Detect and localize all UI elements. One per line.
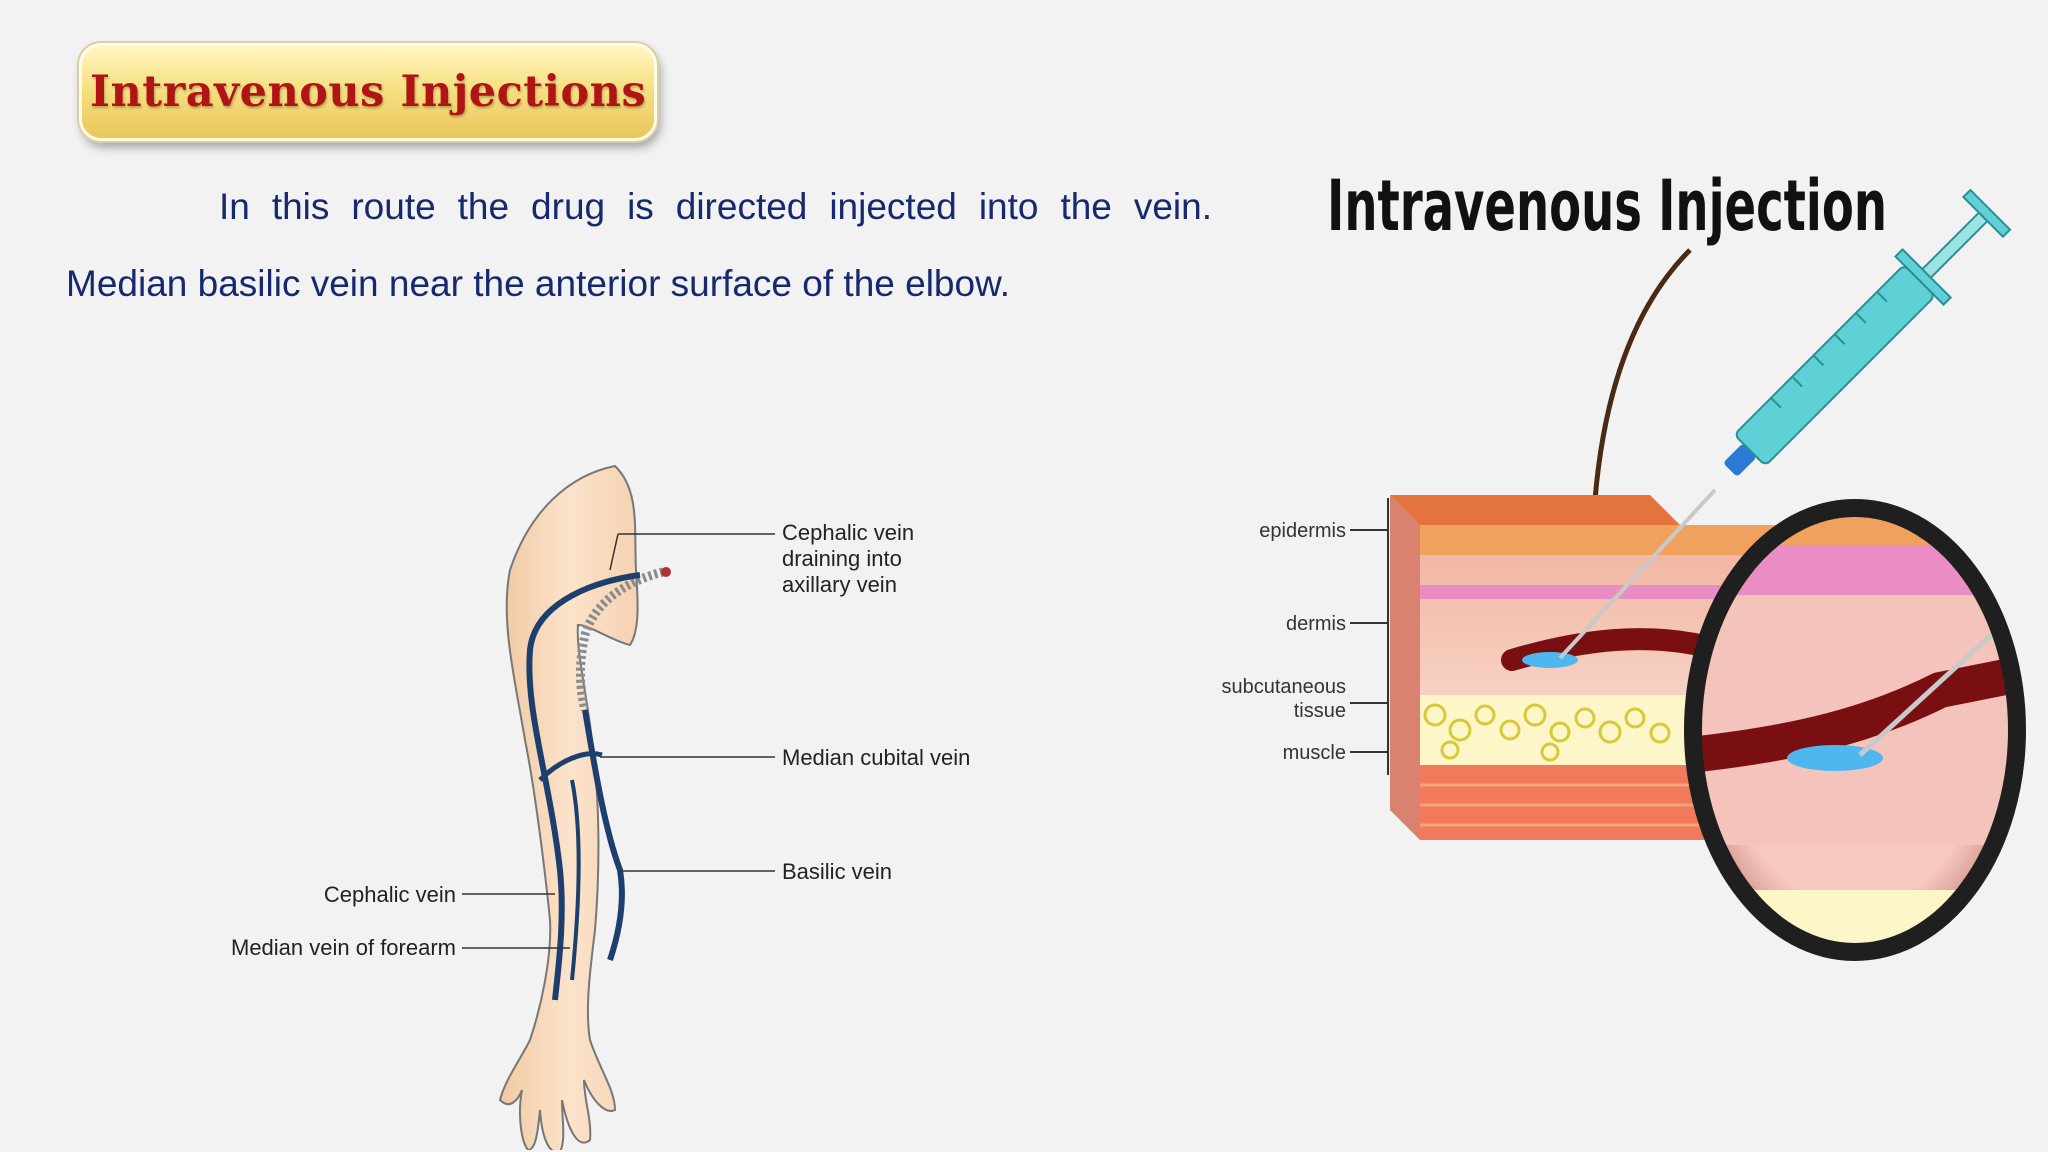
drug-bolus-small <box>1522 652 1578 668</box>
label-cephalic-axillary-1: Cephalic vein <box>782 520 914 545</box>
arm-label-lines <box>462 533 775 949</box>
label-cephalic: Cephalic vein <box>324 882 456 907</box>
slide-title: Intravenous Injections <box>89 67 647 117</box>
cephalic-vein <box>526 572 641 1001</box>
label-median-forearm: Median vein of forearm <box>231 935 456 960</box>
label-cephalic-axillary-2: draining into <box>782 546 902 571</box>
axillary-vein-end <box>661 567 671 577</box>
slide-title-badge: Intravenous Injections <box>79 43 657 141</box>
syringe <box>1724 188 2012 476</box>
fat-cells <box>1423 703 1671 762</box>
arm-silhouette <box>498 464 639 1150</box>
median-vein-forearm <box>570 779 581 981</box>
epidermis-layer <box>1420 525 1790 555</box>
label-muscle: muscle <box>1283 742 1346 764</box>
paragraph-line-1: In this route the drug is directed injec… <box>219 186 1212 227</box>
injection-heading: Intravenous Injection <box>1327 165 1887 247</box>
skin-block-side <box>1390 495 1420 840</box>
skin-block-top <box>1390 495 1680 525</box>
label-subcutaneous-1: subcutaneous <box>1221 676 1346 698</box>
median-cubital-vein <box>538 751 603 782</box>
layer-bracket <box>1350 498 1389 775</box>
label-epidermis: epidermis <box>1259 520 1346 542</box>
hair <box>1592 248 1692 501</box>
label-dermis: dermis <box>1286 613 1346 635</box>
paragraph-line-2: Median basilic vein near the anterior su… <box>66 263 1011 304</box>
dermis-band <box>1420 585 1790 599</box>
magnifier-lens <box>1684 499 2026 961</box>
axillary-vein-segment <box>575 567 665 712</box>
basilic-vein <box>582 709 625 961</box>
needle <box>1558 488 1717 660</box>
drug-bolus-large <box>1787 745 1883 771</box>
injection-illustration: Intravenous Injection epidermis dermis s… <box>1221 165 2026 961</box>
label-median-cubital: Median cubital vein <box>782 745 970 770</box>
intro-paragraph: In this route the drug is directed injec… <box>66 168 1212 322</box>
arm-vein-diagram: Cephalic vein draining into axillary vei… <box>231 464 970 1150</box>
label-basilic: Basilic vein <box>782 859 892 884</box>
label-cephalic-axillary-3: axillary vein <box>782 572 897 597</box>
label-subcutaneous-2: tissue <box>1294 700 1346 722</box>
